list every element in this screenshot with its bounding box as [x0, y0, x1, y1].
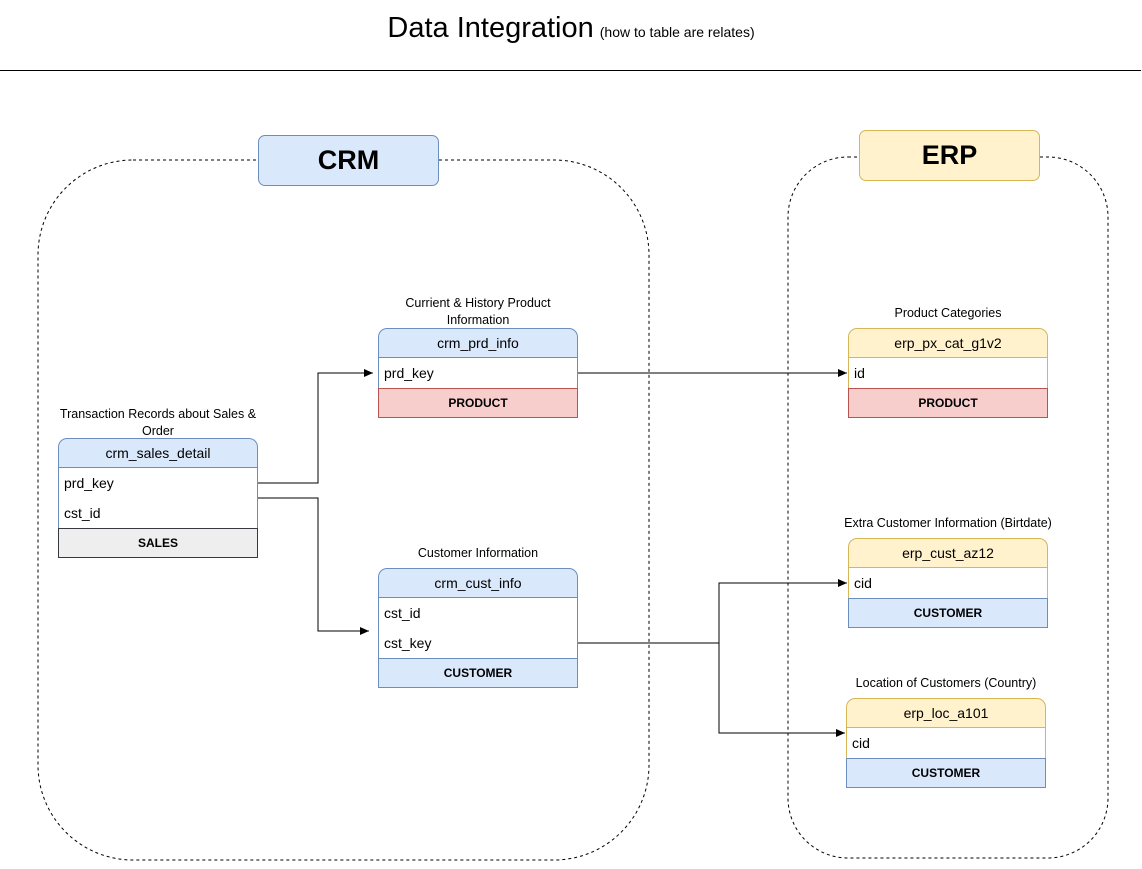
table-name: erp_px_cat_g1v2: [848, 328, 1048, 358]
custaz-caption: Extra Customer Information (Birtdate): [844, 516, 1052, 530]
connector-sales-cust: [258, 497, 369, 635]
table-fields: id: [848, 358, 1048, 388]
table-name: erp_loc_a101: [846, 698, 1046, 728]
pxcat-caption: Product Categories: [894, 306, 1002, 320]
field-row: cid: [854, 575, 872, 591]
connector-cust-loc: [718, 643, 845, 737]
erp-group-boundary: [787, 156, 1109, 859]
cust-caption: Customer Information: [417, 546, 539, 560]
table-fields: prd_key: [378, 358, 578, 388]
table-category: CUSTOMER: [848, 598, 1048, 628]
field-row: prd_key: [384, 365, 434, 381]
title-divider: [0, 70, 1141, 71]
table-erp-cust-az12[interactable]: erp_cust_az12 cid CUSTOMER: [848, 538, 1048, 628]
table-fields: cid: [848, 568, 1048, 598]
table-fields: cid: [846, 728, 1046, 758]
diagram-subtitle: (how to table are relates): [599, 24, 755, 40]
table-category: PRODUCT: [378, 388, 578, 418]
sales-caption: Transaction Records about Sales & Order: [59, 407, 257, 438]
table-crm-prd-info[interactable]: crm_prd_info prd_key PRODUCT: [378, 328, 578, 418]
field-row: cst_key: [384, 635, 432, 651]
connector-sales-prd: [258, 369, 373, 484]
table-name: crm_cust_info: [378, 568, 578, 598]
connector-cust-custaz: [578, 579, 847, 644]
table-name: crm_sales_detail: [58, 438, 258, 468]
table-category: PRODUCT: [848, 388, 1048, 418]
page-title: Data Integration (how to table are relate…: [0, 12, 1142, 45]
table-category: CUSTOMER: [846, 758, 1046, 788]
loc-caption: Location of Customers (Country): [855, 676, 1037, 690]
field-row: cst_id: [384, 605, 421, 621]
field-row: prd_key: [64, 475, 114, 491]
table-erp-loc-a101[interactable]: erp_loc_a101 cid CUSTOMER: [846, 698, 1046, 788]
prd-caption: Currient & History Product Information: [405, 296, 551, 327]
diagram-title: Data Integration: [387, 12, 594, 44]
table-fields: cst_id cst_key: [378, 598, 578, 658]
table-fields: prd_key cst_id: [58, 468, 258, 528]
table-name: erp_cust_az12: [848, 538, 1048, 568]
field-row: cst_id: [64, 505, 101, 521]
table-category: CUSTOMER: [378, 658, 578, 688]
table-name: crm_prd_info: [378, 328, 578, 358]
table-crm-sales-detail[interactable]: crm_sales_detail prd_key cst_id SALES: [58, 438, 258, 558]
field-row: id: [854, 365, 865, 381]
erp-group-label: ERP: [859, 130, 1040, 181]
crm-group-label: CRM: [258, 135, 439, 186]
table-erp-px-cat-g1v2[interactable]: erp_px_cat_g1v2 id PRODUCT: [848, 328, 1048, 418]
table-category: SALES: [58, 528, 258, 558]
table-crm-cust-info[interactable]: crm_cust_info cst_id cst_key CUSTOMER: [378, 568, 578, 688]
field-row: cid: [852, 735, 870, 751]
